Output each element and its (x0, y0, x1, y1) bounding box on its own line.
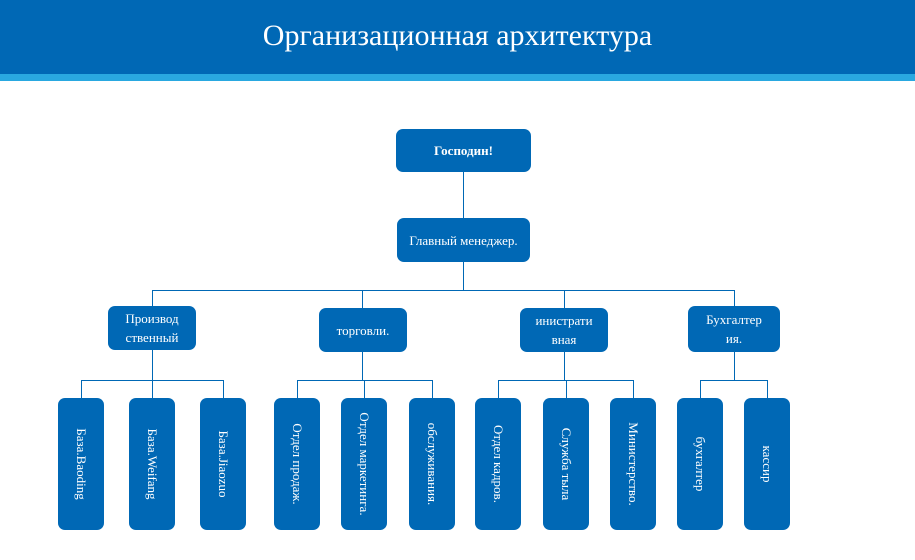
org-leaf-logistics: Служба тыла (543, 398, 589, 530)
org-node-department-trade: торговли. (319, 308, 407, 352)
org-leaf-label: Отдел маркетинга. (357, 412, 372, 516)
org-leaf-label: обслуживания. (425, 422, 440, 506)
org-leaf-label: Отдел продаж. (290, 423, 305, 505)
org-leaf-label: База.Weifang (145, 428, 160, 500)
org-leaf-cashier: кассир (744, 398, 790, 530)
org-leaf-label: кассир (760, 445, 775, 483)
org-leaf-base-baoding: База.Baoding (58, 398, 104, 530)
title-bar: Организационная архитектура (0, 0, 915, 74)
org-leaf-label: Служба тыла (559, 427, 574, 501)
org-leaf-sales: Отдел продаж. (274, 398, 320, 530)
org-leaf-label: Отдел кадров. (491, 425, 506, 503)
org-node-department-production: Производ ственный (108, 306, 196, 350)
org-leaf-label: бухгалтер (693, 436, 708, 492)
org-leaf-service: обслуживания. (409, 398, 455, 530)
org-leaf-base-weifang: База.Weifang (129, 398, 175, 530)
org-node-general-manager: Главный менеджер. (397, 218, 530, 262)
org-node-root: Господин! (396, 129, 531, 172)
org-leaf-ministry: Министерство. (610, 398, 656, 530)
org-leaf-hr: Отдел кадров. (475, 398, 521, 530)
page-title: Организационная архитектура (262, 19, 653, 52)
org-node-department-accounting: Бухгалтер ия. (688, 306, 780, 352)
title-underline (0, 74, 915, 81)
org-leaf-marketing: Отдел маркетинга. (341, 398, 387, 530)
org-leaf-label: Министерство. (626, 422, 641, 506)
org-leaf-label: База.Baoding (74, 428, 89, 500)
org-leaf-label: База.Jiaozuo (216, 430, 231, 498)
org-leaf-accountant: бухгалтер (677, 398, 723, 530)
org-node-department-administrative: инистрати вная (520, 308, 608, 352)
org-leaf-base-jiaozuo: База.Jiaozuo (200, 398, 246, 530)
